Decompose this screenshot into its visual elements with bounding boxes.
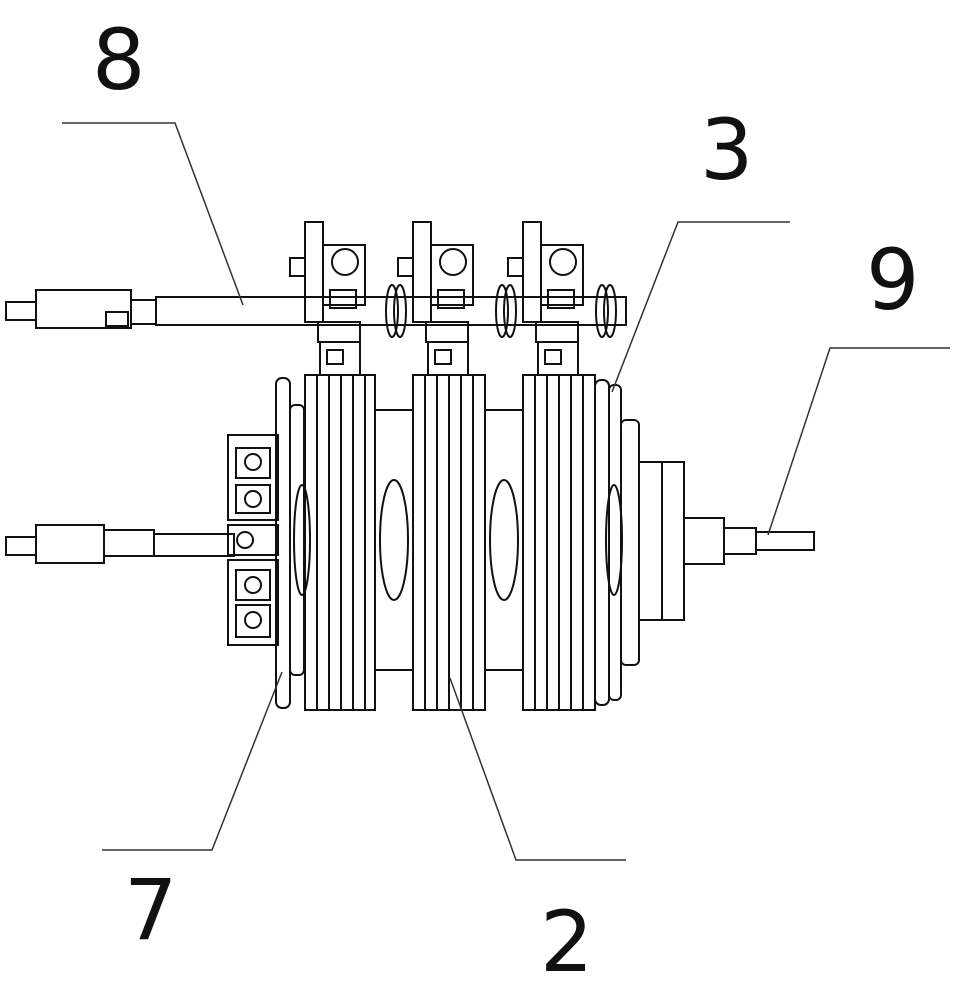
- lower-shaft: [6, 525, 234, 563]
- callout-3: 3: [700, 108, 753, 192]
- spacer-2: [485, 410, 523, 670]
- left-terminal-blocks: [228, 435, 278, 645]
- callout-8: 8: [92, 18, 145, 102]
- right-gearbox: [639, 462, 814, 620]
- leader-line-9: [768, 348, 950, 535]
- callout-2: 2: [540, 900, 593, 984]
- disc-stack-3: [523, 375, 595, 710]
- disc-stack-1: [305, 375, 375, 710]
- disc-stack-2: [413, 375, 485, 710]
- leader-line-8: [62, 123, 243, 305]
- right-end-plate: [595, 380, 639, 705]
- spacer-1: [375, 410, 413, 670]
- leader-line-7: [102, 672, 282, 850]
- top-switch-unit-1: [290, 222, 365, 375]
- leader-lines: [62, 123, 950, 860]
- callout-9: 9: [866, 238, 919, 322]
- shaft-pulleys: [386, 285, 616, 337]
- callout-7: 7: [124, 868, 177, 952]
- top-switch-unit-3: [508, 222, 583, 375]
- top-switch-unit-2: [398, 222, 473, 375]
- leader-line-3: [612, 222, 790, 392]
